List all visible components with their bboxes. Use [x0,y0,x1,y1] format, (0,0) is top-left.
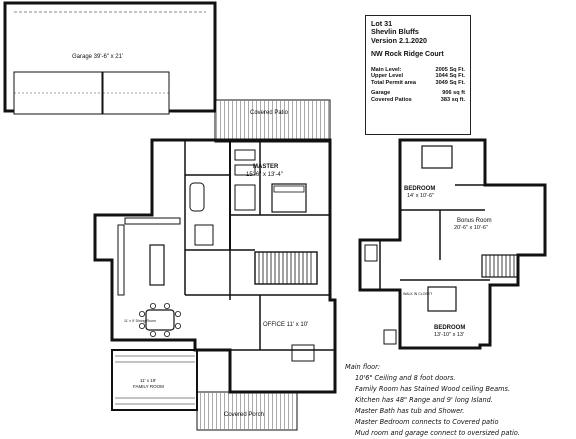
bonus-room-dims-label: 20'-6" x 10'-6" [454,225,488,231]
area-label: Main Level: [371,66,402,73]
note-line: Mud room and garage connect to oversized… [355,429,520,437]
house-outline [93,138,337,394]
street-label: NW Rock Ridge Court [371,50,444,58]
title-block: Lot 31 Shevlin Bluffs Version 2.1.2020 N… [365,15,471,135]
master-tub [189,182,205,212]
covered-porch-outline [196,391,298,431]
note-line: Kitchen has 48" Range and 9' long Island… [355,396,493,404]
subdivision-label: Shevlin Bluffs [371,27,419,37]
upper-bed-2 [427,286,457,312]
area-label: Total Permit area [371,79,416,86]
main-stair [254,251,318,285]
family-room-dims-label: 11' x 19' [140,378,156,383]
note-line: Master Bath has tub and Shower. [355,407,465,415]
upper-bed-1 [421,145,453,169]
office-desk [291,344,315,362]
covered-patio-outline [214,99,331,143]
covered-porch-label: Covered Porch [224,412,264,418]
version-label: Version 2.1.2020 [371,35,427,45]
note-line: Master Bedroom connects to Covered patio [355,418,499,426]
garage-label: Garage 39'-6" x 21' [72,54,123,60]
upper-floor-plan [358,138,547,350]
bedroom-1-label: BEDROOM [404,186,435,192]
area-value: 2005 Sq Ft. [435,66,465,73]
area-row: Upper Level 1044 Sq Ft. [371,73,465,79]
area-value: 383 sq ft. [440,96,465,103]
family-room [111,349,198,411]
note-line: 10'6" Ceiling and 8 foot doors. [355,374,456,382]
area-label: Upper Level [371,73,404,80]
bedroom-2-label: BEDROOM [434,325,465,331]
notes-heading: Main floor: [345,363,381,371]
dining-room-label: 11' x 9' Dining Room [124,319,156,323]
walk-in-closet-label: WALK IN CLOSET [403,292,433,296]
bedroom-1-dims-label: 14' x 10'-6" [407,193,434,199]
master-label: MASTER [253,164,279,170]
area-row: Total Permit area 3049 Sq Ft. [371,80,465,86]
family-room-label: FAMILY ROOM [133,384,164,389]
dining-table [145,309,175,331]
bonus-room-label: Bonus Room [457,218,492,224]
area-label: Covered Patios [371,96,412,103]
area-row: Covered Patios 383 sq ft. [371,97,465,103]
office-label: OFFICE 11' x 10' [263,322,308,328]
main-floor-plan [3,1,337,431]
kitchen-island [149,244,165,286]
master-dims-label: 15'-6" x 13'-4" [246,172,283,178]
area-value: 1044 Sq Ft. [435,73,465,80]
area-value: 906 sq ft [442,90,465,97]
bedroom-2-dims-label: 13'-10" x 13' [434,332,464,338]
master-bed [271,183,307,213]
area-label: Garage [371,90,391,97]
area-value: 3049 Sq Ft. [435,79,465,86]
area-row: Garage 906 sq ft [371,86,465,96]
note-line: Family Room has Stained Wood ceiling Bea… [355,385,511,393]
upper-outline [358,138,547,350]
lot-label: Lot 31 [371,19,393,28]
covered-patio-label: Covered Patio [250,110,289,116]
main-floor-notes: Main floor: 10'6" Ceiling and 8 foot doo… [345,362,576,439]
area-row: Main Level: 2005 Sq Ft. [371,67,465,73]
area-table: Main Level: 2005 Sq Ft. Upper Level 1044… [371,67,465,103]
